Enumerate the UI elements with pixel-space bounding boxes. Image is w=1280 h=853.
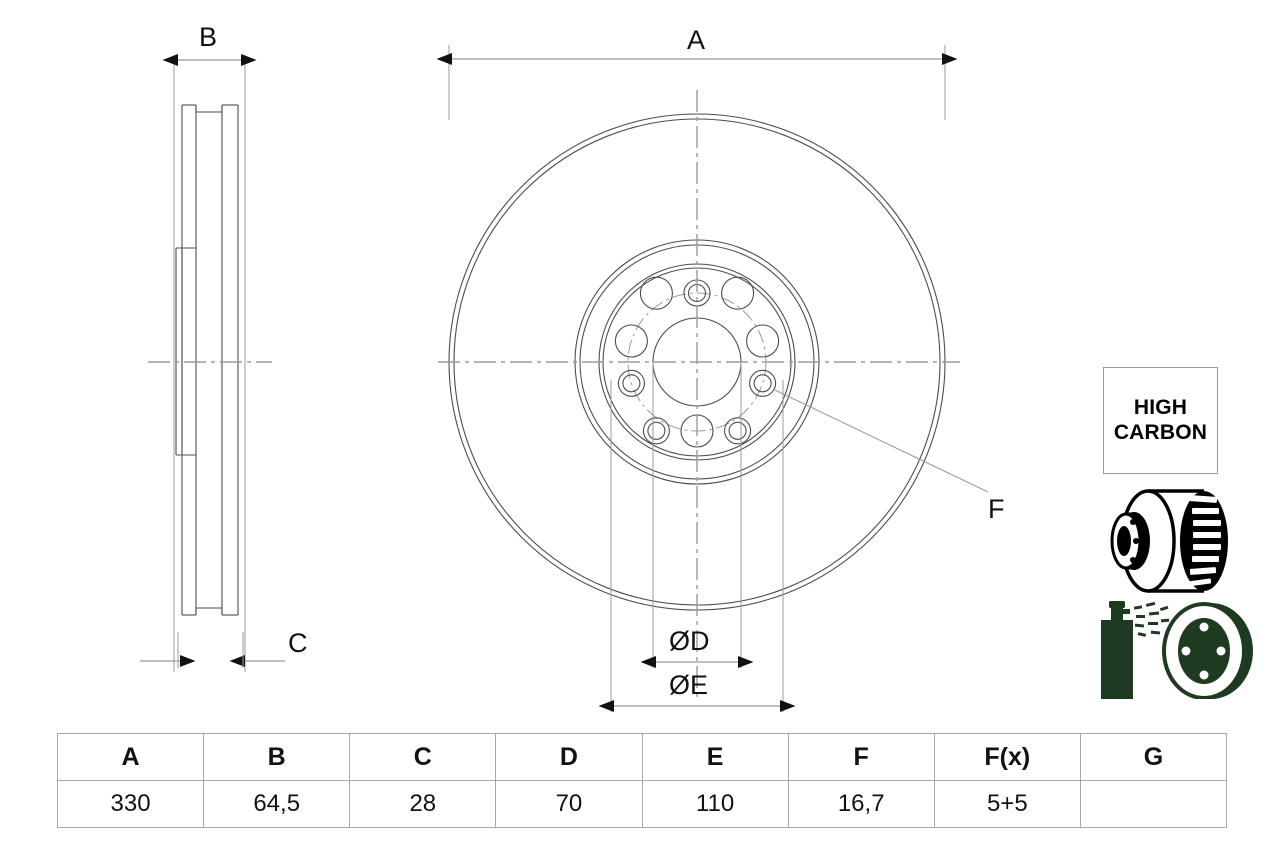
dimension-label-f: F bbox=[988, 494, 1005, 524]
dimension-label-c: C bbox=[288, 628, 308, 658]
table-header-fx: F(x) bbox=[933, 733, 1081, 781]
high-carbon-badge: HIGH CARBON bbox=[1103, 367, 1218, 474]
table-value-g bbox=[1079, 780, 1228, 828]
table-value-e: 110 bbox=[641, 780, 789, 828]
table-header-g: G bbox=[1079, 733, 1228, 781]
high-carbon-line-1: HIGH bbox=[1133, 395, 1188, 419]
table-header-b: B bbox=[203, 733, 351, 781]
table-value-row: 330 64,5 28 70 110 16,7 5+5 bbox=[56, 780, 1228, 828]
dimension-label-e: ØE bbox=[669, 670, 709, 700]
table-value-c: 28 bbox=[349, 780, 497, 828]
table-header-c: C bbox=[349, 733, 497, 781]
table-header-e: E bbox=[641, 733, 789, 781]
vented-brake-disc-icon bbox=[1110, 489, 1228, 593]
spray-can-coating-disc-icon bbox=[1101, 601, 1253, 699]
table-value-d: 70 bbox=[495, 780, 643, 828]
dimension-label-d: ØD bbox=[669, 626, 710, 656]
table-value-a: 330 bbox=[56, 780, 205, 828]
table-value-fx: 5+5 bbox=[933, 780, 1081, 828]
table-header-d: D bbox=[495, 733, 643, 781]
table-value-f: 16,7 bbox=[787, 780, 935, 828]
table-header-row: A B C D E F F(x) G bbox=[56, 733, 1228, 781]
high-carbon-line-2: CARBON bbox=[1113, 420, 1208, 444]
table-header-a: A bbox=[56, 733, 205, 781]
dimension-label-b: B bbox=[199, 22, 218, 52]
table-value-b: 64,5 bbox=[203, 780, 351, 828]
specification-table: A B C D E F F(x) G 330 64,5 28 70 110 16… bbox=[56, 733, 1228, 828]
table-header-f: F bbox=[787, 733, 935, 781]
dimension-label-a: A bbox=[687, 25, 706, 55]
